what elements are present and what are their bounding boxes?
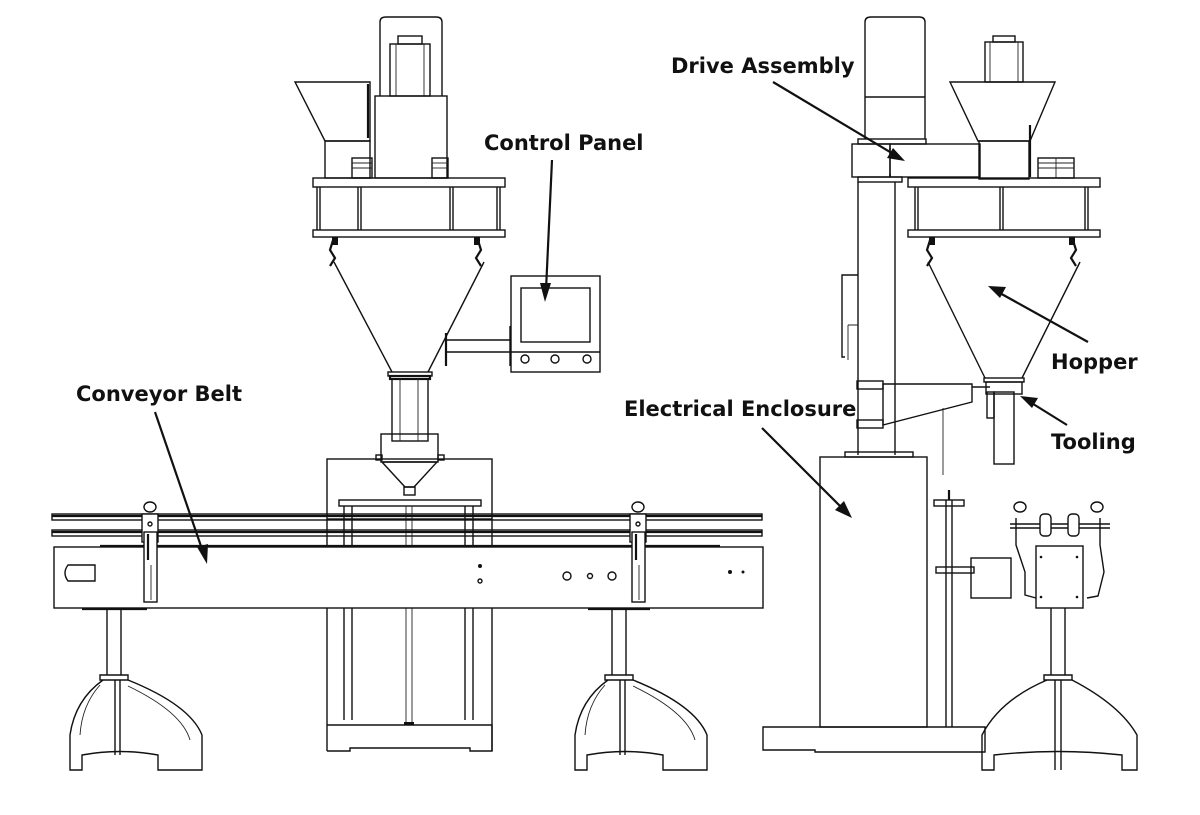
side-view: [762, 16, 1138, 771]
side-main-hopper: [927, 261, 1081, 395]
arrowhead-icon: [835, 501, 852, 518]
front-top-frame: [312, 177, 506, 267]
callout-drive-assembly: Drive Assembly: [671, 54, 905, 161]
side-column: [841, 182, 896, 455]
side-motor: [857, 16, 927, 145]
arrowhead-icon: [887, 148, 905, 161]
front-feed-hopper: [293, 81, 371, 179]
callout-electrical-enclosure: Electrical Enclosure: [624, 397, 856, 518]
callout-hopper: Hopper: [988, 286, 1138, 374]
callout-control-panel: Control Panel: [484, 131, 644, 302]
front-motor: [379, 16, 443, 97]
label-electrical-enclosure: Electrical Enclosure: [624, 397, 856, 421]
arrow-control-panel: [544, 159, 554, 291]
label-hopper: Hopper: [1051, 350, 1138, 374]
side-base-plate: [762, 726, 986, 753]
side-adjusting-rod: [933, 490, 1012, 727]
rail-guide-bracket-right: [629, 501, 647, 603]
side-tooling-arm: [856, 380, 1015, 475]
callout-conveyor-belt: Conveyor Belt: [76, 382, 242, 564]
callout-tooling: Tooling: [1020, 396, 1136, 454]
side-conveyor-stand: [981, 501, 1138, 771]
arrow-tooling: [1029, 401, 1068, 426]
arrow-hopper: [997, 291, 1089, 343]
label-conveyor-belt: Conveyor Belt: [76, 382, 242, 406]
label-tooling: Tooling: [1051, 430, 1136, 454]
front-view: [51, 16, 764, 771]
conveyor-stand-right: [574, 610, 708, 771]
side-drive-assembly: [851, 143, 981, 183]
electrical-enclosure: [819, 451, 928, 728]
label-drive-assembly: Drive Assembly: [671, 54, 855, 78]
arrowhead-icon: [197, 544, 208, 564]
arrow-conveyor-belt: [153, 411, 205, 553]
arrow-electrical-enclosure: [761, 427, 845, 511]
side-feed-hopper: [948, 35, 1075, 180]
label-control-panel: Control Panel: [484, 131, 644, 155]
arrowhead-icon: [988, 286, 1006, 298]
front-drive-housing: [374, 95, 448, 179]
arrow-drive-assembly: [772, 81, 896, 156]
arrowhead-icon: [540, 283, 551, 302]
front-main-hopper: [333, 261, 485, 496]
conveyor-stand-left: [69, 610, 203, 771]
side-top-frame: [907, 177, 1101, 267]
rail-guide-bracket-left: [141, 501, 159, 603]
control-panel: [444, 275, 601, 373]
arrowhead-icon: [1020, 396, 1038, 408]
